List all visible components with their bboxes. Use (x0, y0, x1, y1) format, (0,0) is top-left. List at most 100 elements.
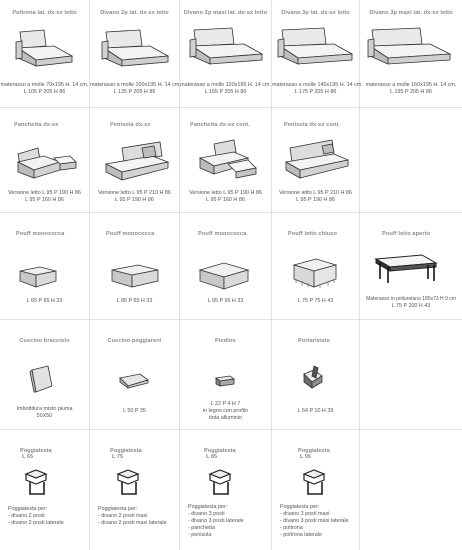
desc-line: L 95 P 95 H 33 (207, 298, 244, 304)
cell-cuscino-poggiareni: Cuscino poggiareni L 50 P 35 (90, 320, 180, 430)
armrest-cushion-icon (28, 364, 56, 394)
desc-line: Versione letto L 95 P 190 H 86 (189, 190, 262, 196)
foot-icon (214, 374, 236, 388)
pouf-bed-closed-icon (292, 257, 338, 291)
headrest-icon (22, 468, 52, 500)
desc-line: L 75 P 75 H 43 (297, 298, 334, 304)
item-title: Divano 3p maxi lat. dx-sx letto (369, 10, 453, 16)
peninsula-bed-icon (102, 138, 172, 184)
desc-line: Poggiatesta per: (8, 506, 48, 512)
desc-line: materasso a molle 140x195 H. 14 cm. (272, 82, 363, 88)
desc-line: Poggiatesta per: (280, 504, 320, 510)
item-title: Poggiatesta (110, 448, 142, 454)
desc-line: materasso a molle 160x195 H. 14 cm. (365, 82, 457, 88)
cell-panchetta-cont: Panchetta dx-sx cont. Versione letto L 9… (180, 108, 272, 213)
item-title: Divano 2p lat. dx-sx letto (100, 10, 169, 16)
cell-cuscino-bracciolo: Cuscino bracciolo Imbottitura misto pium… (0, 320, 90, 430)
cell-poggiatesta-75: Poggiatesta L 75 Poggiatesta per: - diva… (90, 430, 180, 550)
item-desc: materasso a molle 100x195 H. 14 cm. L 13… (90, 82, 181, 96)
desc-line: Materasso in poliuretano 185x73 H 9 cm (366, 296, 456, 302)
cell-penisola-cont: Penisola dx-sx cont. Versione letto L 95… (272, 108, 360, 213)
desc-line: L 175 P 205 H 86 (294, 89, 337, 95)
item-title: Divano 3p lat. dx-sx letto (281, 10, 350, 16)
item-desc: L 64 P 10 H 39 (272, 408, 359, 415)
desc-line: tinta alluminio (209, 415, 242, 421)
cell-empty (360, 320, 462, 430)
item-title: Poggiatesta (298, 448, 330, 454)
desc-line: - divano 2 posti laterale (8, 520, 64, 526)
cell-divano-3p-maxi-letto: Divano 3p maxi lat. dx-sx letto materass… (360, 0, 462, 108)
item-title: Poggiatesta (20, 448, 52, 454)
item-title: Pouff monococca (16, 231, 65, 237)
desc-line: L 105 P 205 H 86 (23, 89, 66, 95)
item-desc: L 50 P 35 (90, 408, 179, 415)
desc-line: - divano 3 posti maxi laterale (280, 518, 349, 524)
pouf-bed-open-icon (370, 251, 440, 287)
cell-pouff-letto-chiuso: Pouff letto chiuso L 75 P 75 H 43 (272, 213, 360, 320)
desc-line: - divano 3 posti (188, 511, 225, 517)
pouf-icon (18, 265, 58, 289)
desc-line: materasso a molle 120x195 H. 14 cm. (180, 82, 271, 88)
pouf-icon (110, 263, 160, 289)
desc-line: - penisola (188, 532, 212, 538)
item-desc: Versione letto L 95 P 210 H 86 L 95 P 19… (90, 190, 179, 204)
item-desc: materasso a molle 160x195 H. 14 cm. L 19… (360, 82, 462, 96)
item-desc: materasso a molle 70x195 H. 14 cm. L 105… (0, 82, 89, 96)
item-desc: Versione letto L 95 P 210 H 86 L 95 P 19… (272, 190, 359, 204)
desc-line: L 22 P 4 H 7 (210, 401, 241, 407)
cell-poltrona-letto: Poltrona lat. dx-sx letto materasso a mo… (0, 0, 90, 108)
item-size: L 65 (22, 454, 34, 460)
item-desc: L 75 P 75 H 43 (272, 298, 359, 305)
desc-line: L 155 P 205 H 86 (204, 89, 247, 95)
desc-line: 50X50 (36, 413, 53, 419)
storage-peninsula-icon (282, 136, 352, 184)
item-desc: Poggiatesta per: - divano 3 posti - diva… (188, 504, 271, 539)
desc-line: - poltrona (280, 525, 303, 531)
cell-poggiatesta-85: Poggiatesta L 85 Poggiatesta per: - diva… (180, 430, 272, 550)
item-desc: Versione letto L 95 P 190 H 86 L 95 P 16… (180, 190, 271, 204)
item-title: Pouff letto chiuso (288, 231, 338, 237)
cell-empty (360, 108, 462, 213)
item-title: Portariviste (298, 338, 330, 344)
sofa-bed-open-icon (100, 28, 172, 72)
item-title: Penisola dx-sx cont. (284, 122, 341, 128)
desc-line: L 135 P 205 H 86 (113, 89, 156, 95)
headrest-icon (300, 468, 330, 500)
item-title: Piedino (215, 338, 236, 344)
cell-piedino: Piedino L 22 P 4 H 7 in legno con profil… (180, 320, 272, 430)
sofa-bed-open-icon (14, 28, 76, 70)
cell-divano-2p-letto: Divano 2p lat. dx-sx letto materasso a m… (90, 0, 181, 108)
item-title: Panchetta dx-sx cont. (190, 122, 250, 128)
item-title: Pouff letto aperto (382, 231, 431, 237)
desc-line: L 75 P 200 H 43 (391, 303, 431, 309)
desc-line: Poggiatesta per: (98, 506, 138, 512)
desc-line: Imbottitura misto piuma (16, 406, 73, 412)
item-desc: L 95 P 95 H 33 (180, 298, 271, 305)
lumbar-cushion-icon (118, 372, 150, 390)
cell-pouff-letto-aperto: Pouff letto aperto Materasso in poliuret… (360, 213, 462, 320)
item-title: Divano 2p maxi lat. dx-sx letto (183, 10, 268, 16)
desc-line: L 95 P 160 H 86 (25, 197, 64, 203)
desc-line: - divano 3 posti maxi (280, 511, 330, 517)
desc-line: materasso a molle 100x195 H. 14 cm. (90, 82, 181, 88)
item-title: Cuscino bracciolo (19, 338, 70, 344)
item-desc: L 85 P 65 H 33 (90, 298, 179, 305)
cell-poggiatesta-65: Poggiatesta L 65 Poggiatesta per: - diva… (0, 430, 90, 550)
item-title: Penisola dx-sx (110, 122, 151, 128)
item-desc: Poggiatesta per: - divano 2 posti maxi -… (98, 506, 179, 527)
item-desc: L 22 P 4 H 7 in legno con profilo tinta … (180, 401, 271, 422)
item-title: Pouff monococca (198, 231, 247, 237)
item-desc: Poggiatesta per: - divano 2 posti - diva… (8, 506, 89, 527)
item-desc: Imbottitura misto piuma 50X50 (0, 406, 89, 420)
desc-line: - poltrona laterale (280, 532, 322, 538)
desc-line: - divano 2 posti maxi laterale (98, 520, 167, 526)
item-size: L 75 (112, 454, 124, 460)
headrest-icon (206, 468, 236, 500)
cell-divano-3p-letto: Divano 3p lat. dx-sx letto materasso a m… (272, 0, 363, 108)
desc-line: - divano 2 posti maxi (98, 513, 148, 519)
desc-line: - divano 3 posti laterale (188, 518, 244, 524)
item-desc: materasso a molle 140x195 H. 14 cm. L 17… (272, 82, 363, 96)
item-title: Pouff monococca (106, 231, 155, 237)
item-title: Poltrona lat. dx-sx letto (12, 10, 77, 16)
